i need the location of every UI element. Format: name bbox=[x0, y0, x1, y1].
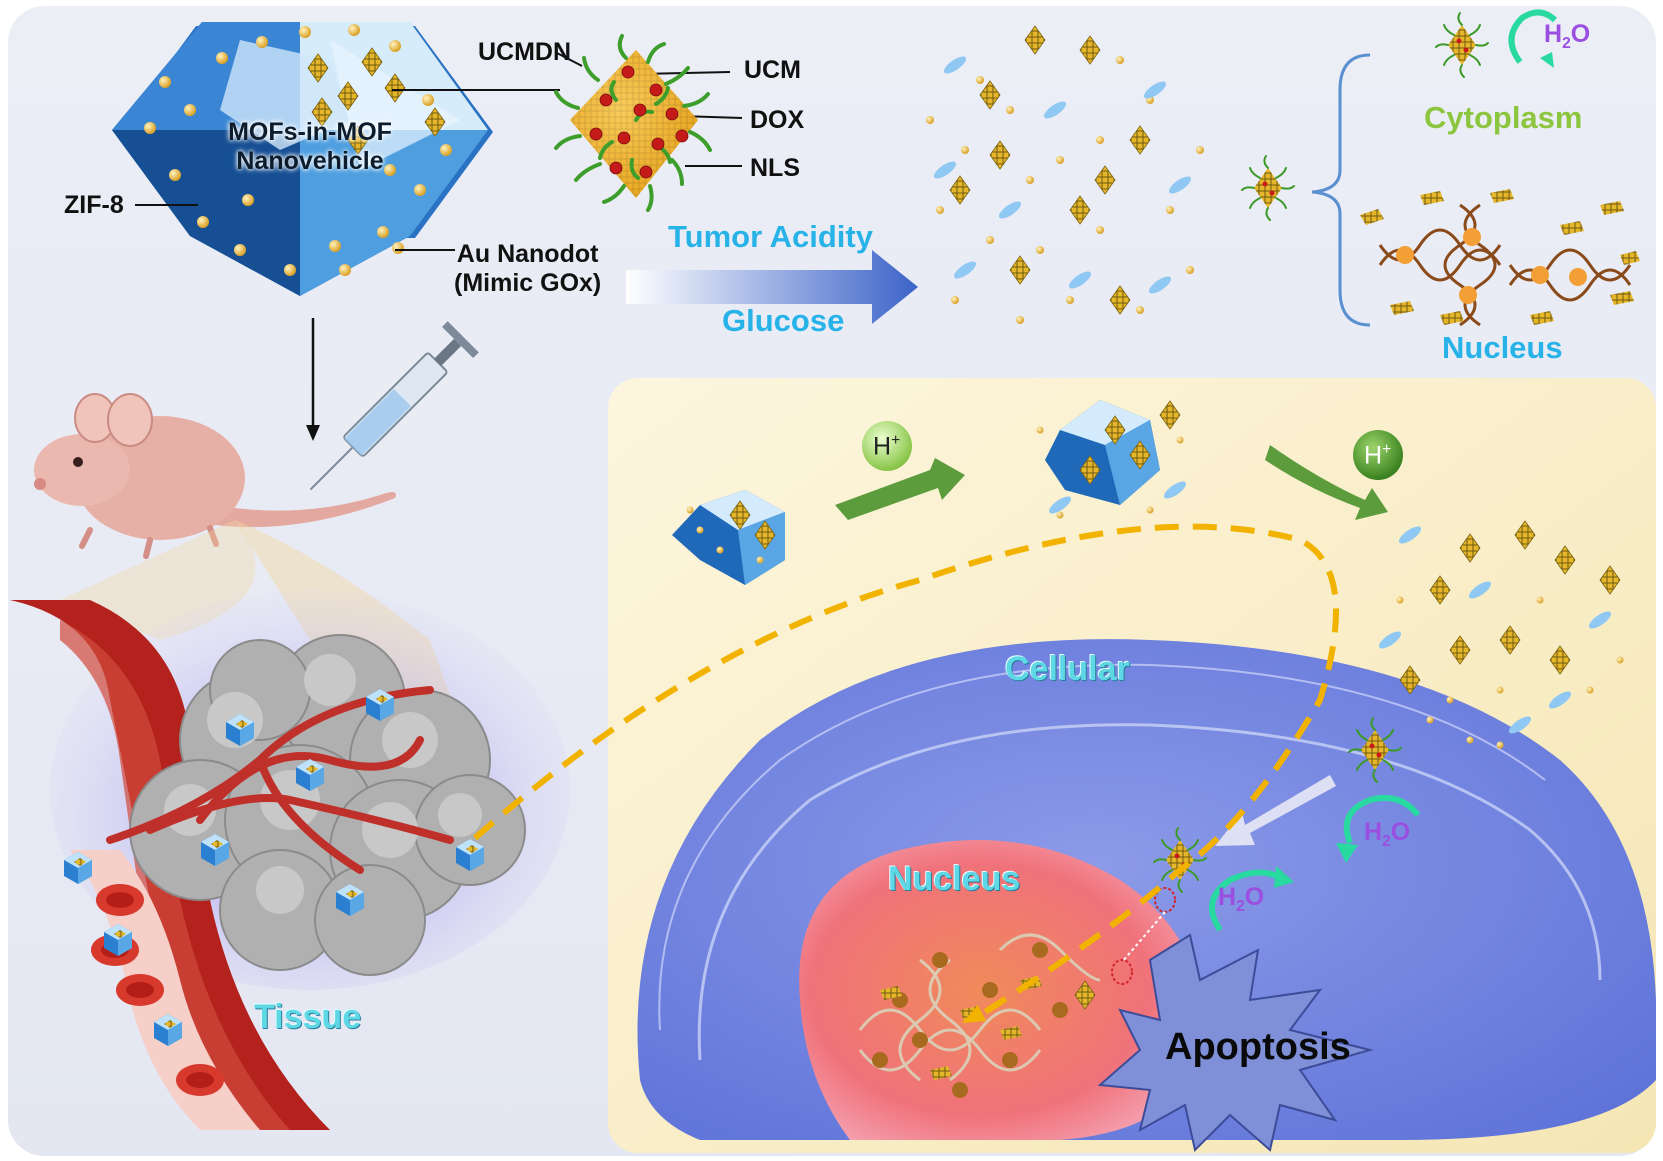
nucleus-top-label: Nucleus bbox=[1442, 330, 1563, 365]
syringe-graphic bbox=[309, 321, 479, 491]
proton-h-2: H bbox=[1364, 441, 1383, 470]
cell-graphic bbox=[637, 639, 1656, 1140]
mouse-graphic bbox=[34, 393, 396, 559]
water-sub-3: 2 bbox=[1236, 898, 1245, 915]
proton-sup-2: + bbox=[1382, 441, 1392, 458]
mofs-in-mof-line2: Nanovehicle bbox=[236, 146, 384, 175]
apoptosis-burst bbox=[1097, 933, 1374, 1152]
nls-label: NLS bbox=[750, 154, 800, 182]
released-particles-panel bbox=[1376, 520, 1624, 749]
cytoplasm-label: Cytoplasm bbox=[1424, 100, 1583, 135]
water-h-3: H bbox=[1218, 883, 1237, 911]
mofs-in-mof-line1: MOFs-in-MOF bbox=[228, 118, 392, 146]
proton-label-2: H+ bbox=[1364, 442, 1391, 468]
glucose-label: Glucose bbox=[722, 303, 845, 338]
trigger-arrow bbox=[626, 250, 918, 324]
zif8-label: ZIF-8 bbox=[64, 191, 124, 219]
proton-ball-1 bbox=[862, 421, 912, 471]
proton-sup-1: + bbox=[891, 432, 901, 449]
water-sub-2: 2 bbox=[1382, 833, 1391, 850]
apoptosis-label: Apoptosis bbox=[1165, 1026, 1351, 1068]
nucleus-cell-label: Nucleus bbox=[888, 860, 1021, 898]
mof-panel-degrading bbox=[1036, 400, 1189, 519]
tissue-label: Tissue bbox=[254, 998, 362, 1036]
mofs-in-mof-label: MOFs-in-MOF Nanovehicle bbox=[210, 118, 410, 176]
au-nanodot-line2: (Mimic GOx) bbox=[454, 268, 602, 297]
water-label-left: H2O bbox=[1218, 885, 1264, 915]
tumor-tissue-graphic bbox=[106, 634, 526, 976]
released-particles-top bbox=[926, 25, 1204, 324]
water-h-2: H bbox=[1364, 818, 1383, 846]
proton-label-1: H+ bbox=[873, 433, 900, 459]
trajectory-path bbox=[473, 523, 1339, 1015]
proton-ball-2 bbox=[1353, 430, 1403, 480]
ucm-label: UCM bbox=[744, 56, 801, 84]
tumor-acidity-label: Tumor Acidity bbox=[668, 219, 873, 254]
water-o: O bbox=[1570, 20, 1591, 48]
mof-panel-intact bbox=[672, 490, 785, 585]
au-nanodot-label: Au Nanodot (Mimic GOx) bbox=[454, 240, 601, 298]
ucmdn-particle-graphic bbox=[554, 34, 712, 212]
water-label-right: H2O bbox=[1364, 820, 1410, 850]
ucmdn-label: UCMDN bbox=[478, 38, 572, 66]
cellular-label: Cellular bbox=[1005, 650, 1130, 688]
dox-label: DOX bbox=[750, 106, 805, 134]
water-sub: 2 bbox=[1562, 35, 1571, 52]
proton-h-1: H bbox=[873, 432, 892, 461]
water-label-top: H2O bbox=[1544, 22, 1590, 52]
water-o-2: O bbox=[1390, 818, 1411, 846]
au-nanodot-line1: Au Nanodot bbox=[456, 240, 599, 268]
nucleus-dna-cluster-top bbox=[1360, 189, 1640, 327]
mofs-in-mof-nanovehicle-graphic bbox=[112, 22, 493, 296]
water-o-3: O bbox=[1244, 883, 1265, 911]
water-h: H bbox=[1544, 20, 1563, 48]
